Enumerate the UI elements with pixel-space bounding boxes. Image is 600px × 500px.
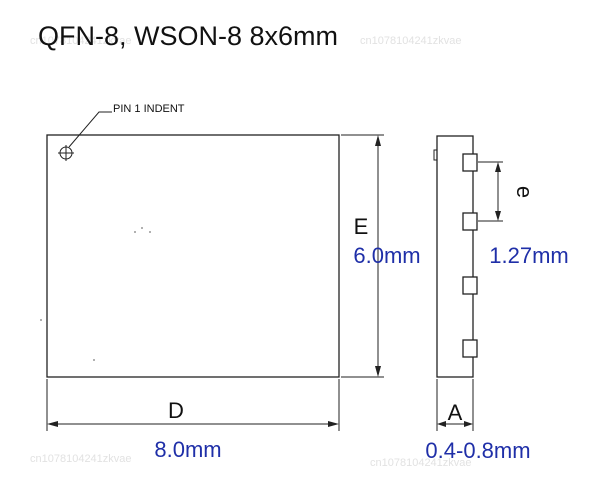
dimension-a-value: 0.4-0.8mm xyxy=(425,438,530,463)
dimension-a-letter: A xyxy=(448,400,463,425)
dimension-d-letter: D xyxy=(168,398,184,423)
dimension-d-value: 8.0mm xyxy=(154,437,221,462)
side-notch xyxy=(433,149,438,161)
pad-3 xyxy=(462,276,478,295)
page-title: QFN-8, WSON-8 8x6mm xyxy=(38,21,338,51)
pad-4 xyxy=(462,339,478,358)
dimension-pitch xyxy=(478,161,503,222)
pin1-label: PIN 1 INDENT xyxy=(113,103,185,115)
package-side-view xyxy=(436,135,474,378)
dimension-d xyxy=(46,379,340,431)
side-pads xyxy=(462,153,478,358)
watermark-text: cn1078104241zkvae xyxy=(370,457,472,469)
dimension-a xyxy=(436,379,474,431)
pad-1 xyxy=(462,153,478,172)
dimension-pitch-letter: e xyxy=(512,186,537,198)
watermark-text: cn1078104241zkvae xyxy=(30,35,132,47)
dimension-e xyxy=(341,134,384,378)
surface-marks xyxy=(40,227,151,361)
pin1-leader-line xyxy=(68,111,112,148)
dimension-pitch-value: 1.27mm xyxy=(489,243,568,268)
dimension-e-value: 6.0mm xyxy=(353,243,420,268)
watermark-text: cn1078104241zkvae xyxy=(30,453,132,465)
dimension-e-letter: E xyxy=(354,214,369,239)
package-top-view xyxy=(46,134,340,378)
watermark-text: cn1078104241zkvae xyxy=(360,35,462,47)
pin1-indent-icon xyxy=(58,145,74,161)
pad-2 xyxy=(462,212,478,231)
